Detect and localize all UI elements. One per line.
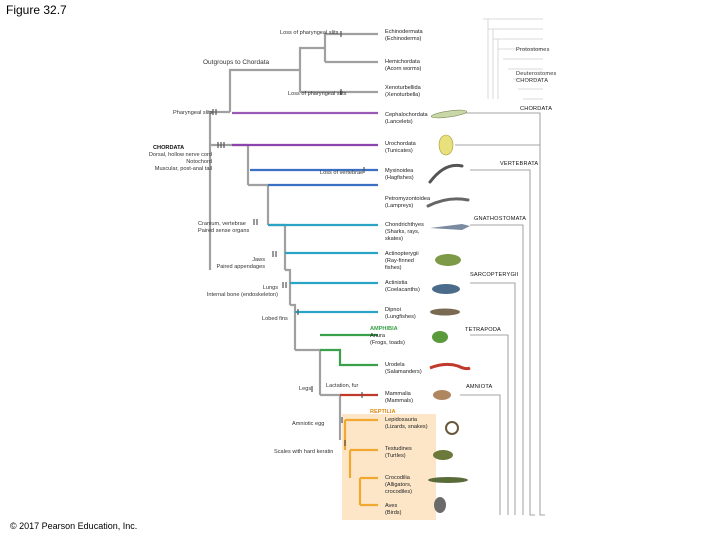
trait-endoskeleton: Internal bone (endoskeleton) (206, 292, 278, 298)
clade-chordata-label: CHORDATA (153, 145, 185, 151)
taxon-urochordata: Urochordata(Tunicates) (385, 141, 416, 154)
taxon-cephalochordata: Cephalochordata(Lancelets) (385, 112, 428, 125)
taxon-crocodilia: Crocodilia(Alligators,crocodiles) (385, 475, 413, 495)
char-legs: Legs (299, 386, 312, 392)
group-brackets (455, 112, 545, 516)
group-chordata: CHORDATA (520, 106, 553, 112)
char-vertebrae: Loss of vertebrae (320, 170, 364, 176)
char-amniotic-egg: Amniotic egg (292, 421, 325, 427)
trait-sense-organs: Paired sense organs (198, 228, 250, 234)
taxon-urodela: Urodela(Salamanders) (385, 362, 422, 375)
trait-notochord: Notochord (186, 159, 212, 165)
trait-lungs: Lungs (262, 285, 278, 291)
tunicate-illustration (438, 134, 454, 156)
mammal-illustration (433, 390, 451, 400)
char-loss-pharyngeal-mid: Loss of pharyngeal slits (288, 91, 347, 97)
ray-finned-fish-illustration (435, 254, 461, 266)
taxon-testudines: Testudines(Turtles) (385, 446, 412, 459)
char-lactation: Lactation, fur (326, 383, 359, 389)
taxon-chondrichthyes: Chondrichthyes(Sharks, rays,skates) (385, 222, 424, 242)
char-pharyngeal-slits: Pharyngeal slits (173, 110, 213, 116)
salamander-illustration (429, 362, 471, 371)
char-loss-pharyngeal-top: Loss of pharyngeal slits (280, 30, 339, 36)
char-chordata-traits: Dorsal, hollow nerve cord Notochord Musc… (148, 152, 212, 173)
taxon-xenoturbellida: Xenoturbellida(Xenoturbella) (385, 85, 421, 98)
char-jaws: Jaws Paired appendages (215, 257, 265, 271)
group-protostomes: Protostomes (516, 47, 550, 53)
hagfish-illustration (428, 163, 464, 184)
copyright-notice: © 2017 Pearson Education, Inc. (10, 521, 138, 531)
trait-nerve-cord: Dorsal, hollow nerve cord (148, 152, 212, 158)
group-amniota: AMNIOTA (466, 384, 493, 390)
trait-appendages: Paired appendages (216, 264, 265, 270)
character-ticks (212, 31, 365, 446)
branch-urodela (320, 348, 378, 367)
taxon-aves: Aves(Birds) (385, 503, 402, 516)
group-deuterostomes: Deuterostomes (516, 71, 557, 77)
char-cranium: Cranium, vertebrae Paired sense organs (198, 221, 249, 235)
taxon-echinodermata: Echinodermata(Echinoderms) (385, 29, 423, 42)
group-thumb-chordata: CHORDATA (516, 78, 549, 84)
bird-illustration (434, 497, 446, 513)
taxon-actinistia: Actinistia(Coelacanths) (385, 280, 420, 293)
shark-illustration (430, 224, 470, 230)
taxon-petromyzontoidea: Petromyzontoidea(Lampreys) (385, 196, 431, 209)
taxon-lepidosauria: Lepidosauria(Lizards, snakes) (385, 417, 428, 430)
group-tetrapoda: TETRAPODA (465, 327, 501, 333)
lamprey-illustration (426, 197, 470, 208)
group-amphibia: AMPHIBIA (370, 326, 398, 332)
char-scales: Scales with hard keratin (274, 449, 334, 455)
lungfish-illustration (430, 308, 460, 316)
group-vertebrata: VERTEBRATA (500, 161, 539, 167)
turtle-illustration (433, 450, 453, 460)
frog-illustration (432, 331, 448, 343)
group-sarcopterygii: SARCOPTERYGII (470, 272, 519, 278)
taxon-hemichordata: Hemichordata(Acorn worms) (385, 59, 422, 72)
coelacanth-illustration (432, 284, 460, 294)
char-lungs: Lungs Internal bone (endoskeleton) (202, 285, 278, 299)
crocodile-illustration (428, 477, 468, 483)
trait-jaws: Jaws (252, 257, 265, 263)
trait-tail: Muscular, post-anal tail (154, 166, 212, 172)
overview-thumbnail (483, 18, 543, 100)
taxon-anura: Anura(Frogs, toads) (370, 333, 405, 346)
taxon-mammalia: Mammalia(Mammals) (385, 391, 413, 404)
char-lobed-fins: Lobed fins (262, 316, 288, 322)
snake-illustration (445, 421, 459, 435)
taxon-dipnoi: Dipnoi(Lungfishes) (385, 307, 416, 320)
reptilia-background (342, 414, 436, 520)
lancelet-illustration (430, 109, 468, 119)
figure-title: Figure 32.7 (6, 3, 67, 17)
taxon-myxinoidea: Myxinoidea(Hagfishes) (385, 168, 414, 181)
trait-cranium: Cranium, vertebrae (198, 221, 246, 227)
group-reptilia: REPTILIA (370, 409, 396, 415)
char-outgroup: Outgroups to Chordata (203, 59, 270, 66)
group-gnathostomata: GNATHOSTOMATA (474, 216, 527, 222)
